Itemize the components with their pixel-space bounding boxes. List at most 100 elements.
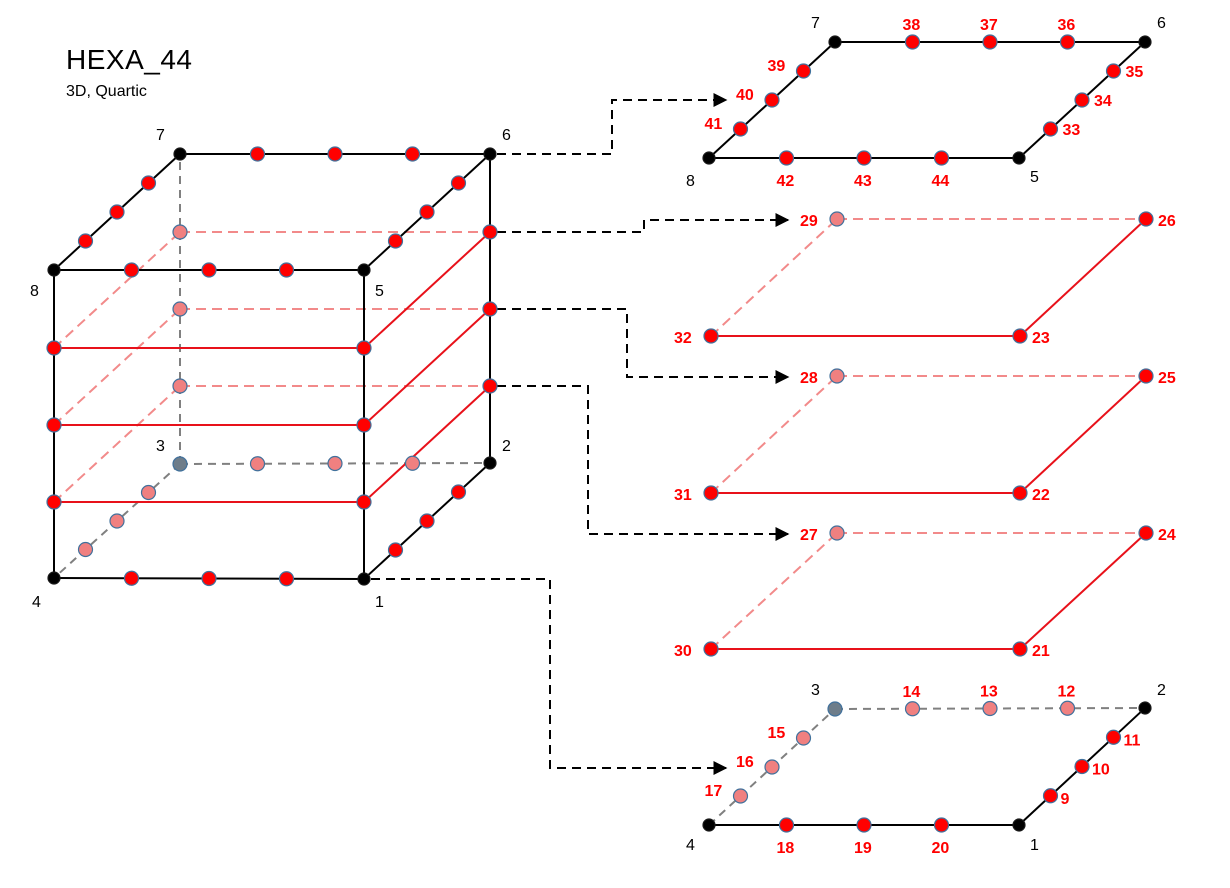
bottom-label-1: 1: [1030, 837, 1039, 854]
bottom-node-11: [1105, 729, 1122, 745]
cube-node-e87-1: [77, 233, 94, 249]
arrow-mid1-layer: [497, 385, 790, 541]
bottom-node-19: [856, 817, 872, 833]
bottom-label-10: 10: [1092, 762, 1110, 779]
cube-node-e85-3: [278, 262, 295, 278]
cube-node-e32-1: [249, 456, 266, 472]
cube-node-e12-1: [387, 542, 404, 558]
mid1-node-24: [1138, 525, 1154, 541]
bottom-node-9: [1042, 788, 1059, 804]
cube-mid2-right: [363, 308, 491, 426]
cube-mid1-left: [53, 385, 181, 503]
cube-corner-7: [173, 147, 187, 161]
bottom-label-2: 2: [1157, 682, 1166, 699]
mid1-right: [1019, 532, 1147, 650]
top-label-38: 38: [903, 17, 921, 34]
cube-node-e41-1: [123, 570, 140, 586]
bottom-label-19: 19: [854, 840, 872, 857]
top-label-37: 37: [980, 17, 998, 34]
cube-node-e56-2: [419, 204, 435, 220]
bottom-label-18: 18: [777, 840, 795, 857]
cube-corner-1: [357, 572, 371, 586]
arrow-top-layer: [497, 93, 728, 155]
cube-node-v2-1: [482, 378, 498, 394]
bottom-label-13: 13: [980, 684, 998, 701]
mid2-node-25: [1138, 368, 1154, 384]
top-node-41: [732, 121, 749, 137]
cube-label-2: 2: [502, 438, 511, 455]
top-label-7: 7: [811, 15, 820, 32]
mid3-label-32: 32: [674, 330, 692, 347]
cube-node-e85-1: [123, 262, 140, 278]
mid3-node-32: [703, 328, 719, 344]
mid3-node-29: [829, 211, 845, 227]
cube-node-e85-2: [201, 262, 217, 278]
cube-node-e56-1: [387, 233, 404, 249]
top-label-6: 6: [1157, 15, 1166, 32]
mid2-left: [710, 375, 838, 494]
cube-node-v4-2: [46, 417, 62, 433]
cube-node-v3-3: [172, 224, 188, 240]
top-node-37: [982, 34, 998, 50]
bottom-label-4: 4: [686, 837, 695, 854]
cube-node-v2-3: [482, 224, 498, 240]
mid3-node-26: [1138, 211, 1154, 227]
mid1-label-24: 24: [1158, 527, 1176, 544]
cube-label-5: 5: [375, 283, 384, 300]
mid2-node-22: [1012, 485, 1028, 501]
cube-node-e32-2: [327, 455, 343, 472]
cube-label-3: 3: [156, 438, 165, 455]
mid3-node-23: [1012, 328, 1028, 344]
bottom-node-16: [764, 759, 780, 775]
cube-node-v4-1: [46, 494, 62, 510]
top-label-35: 35: [1126, 64, 1144, 81]
bottom-node-12: [1059, 700, 1076, 716]
mid2-right: [1019, 375, 1147, 494]
cube-node-e12-2: [419, 513, 435, 529]
top-label-36: 36: [1058, 17, 1076, 34]
top-node-42: [778, 150, 795, 166]
mid1-node-30: [703, 641, 719, 657]
mid3-right: [1019, 218, 1147, 337]
cube-label-6: 6: [502, 127, 511, 144]
cube-node-v1-2: [356, 417, 372, 433]
cube-corner-3: [172, 456, 188, 472]
bottom-corner-3: [827, 701, 843, 717]
arrow-bottom-layer: [371, 578, 728, 775]
diagram-subtitle: 3D, Quartic: [66, 83, 147, 100]
mid3-label-26: 26: [1158, 213, 1176, 230]
cube-label-7: 7: [156, 127, 165, 144]
bottom-node-14: [904, 701, 921, 717]
cube-mid2-left: [53, 308, 181, 426]
top-label-5: 5: [1030, 169, 1039, 186]
mid3-label-23: 23: [1032, 330, 1050, 347]
cube-node-e76-2: [327, 146, 343, 162]
top-node-39: [795, 63, 812, 79]
mid1-label-21: 21: [1032, 643, 1050, 660]
cube-node-e43-1: [77, 541, 94, 558]
bottom-label-3: 3: [811, 682, 820, 699]
bottom-label-16: 16: [736, 754, 754, 771]
cube-node-e76-1: [249, 146, 266, 162]
bottom-node-10: [1074, 758, 1090, 775]
top-node-44: [933, 150, 950, 166]
cube-label-1: 1: [375, 594, 384, 611]
top-node-35: [1105, 63, 1122, 79]
cube-node-e87-2: [109, 204, 125, 220]
top-label-33: 33: [1063, 122, 1081, 139]
top-label-44: 44: [932, 173, 950, 190]
top-node-40: [764, 92, 780, 108]
top-label-41: 41: [705, 116, 723, 133]
top-node-33: [1042, 121, 1059, 137]
cube-corner-4: [47, 571, 61, 585]
top-label-39: 39: [768, 58, 786, 75]
top-label-43: 43: [854, 173, 872, 190]
diagram-title: HEXA_44: [66, 44, 193, 75]
cube-node-e32-3: [404, 455, 421, 471]
top-corner-8: [702, 151, 716, 165]
cube-node-v4-3: [46, 340, 62, 356]
bottom-corner-4: [702, 818, 716, 832]
cube-corner-5: [357, 263, 371, 277]
top-node-38: [904, 34, 921, 50]
